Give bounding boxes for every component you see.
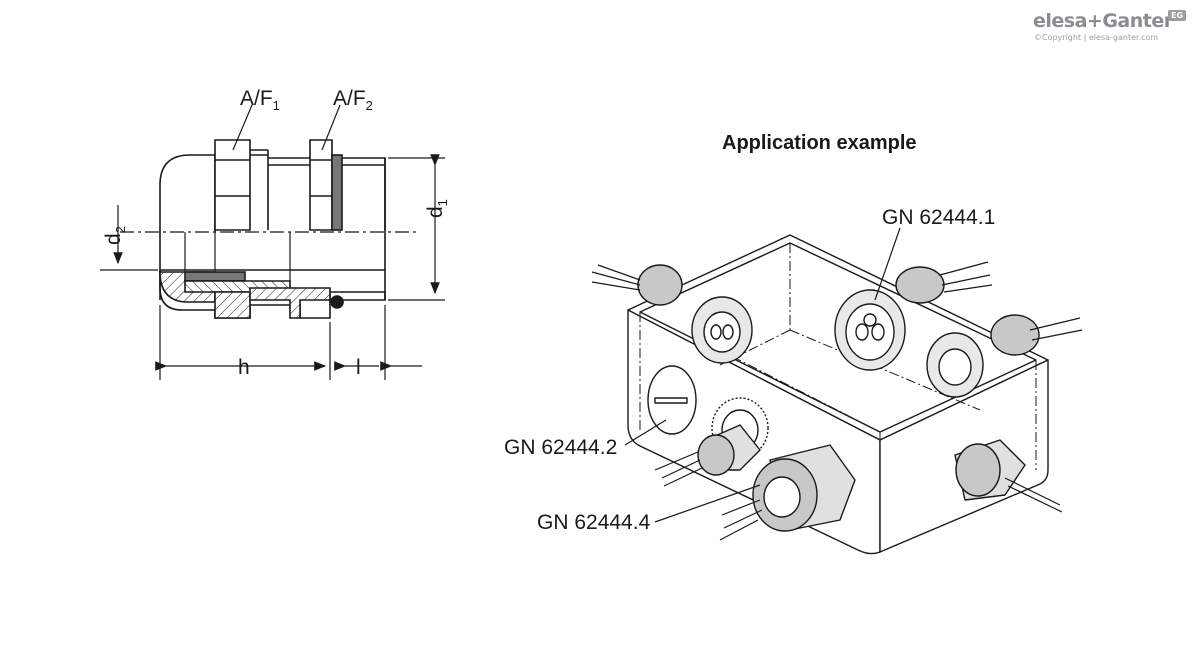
h-label: h [238,356,250,379]
af1-label: A/F1 [240,87,280,113]
callout-gn-62444-4: GN 62444.4 [537,511,651,534]
brand-logo-text: elesa+Ganter [1033,10,1173,32]
brand-logo: elesa+Ganter [1033,10,1173,32]
application-example-title: Application example [722,132,917,154]
af2-label: A/F2 [333,87,373,113]
callout-gn-62444-2: GN 62444.2 [504,436,618,459]
l-label: l [356,356,361,379]
copyright-text: ©Copyright | elesa-ganter.com [1034,33,1159,42]
brand-badge: EG [1168,5,1187,23]
callout-gn-62444-1: GN 62444.1 [882,206,996,229]
